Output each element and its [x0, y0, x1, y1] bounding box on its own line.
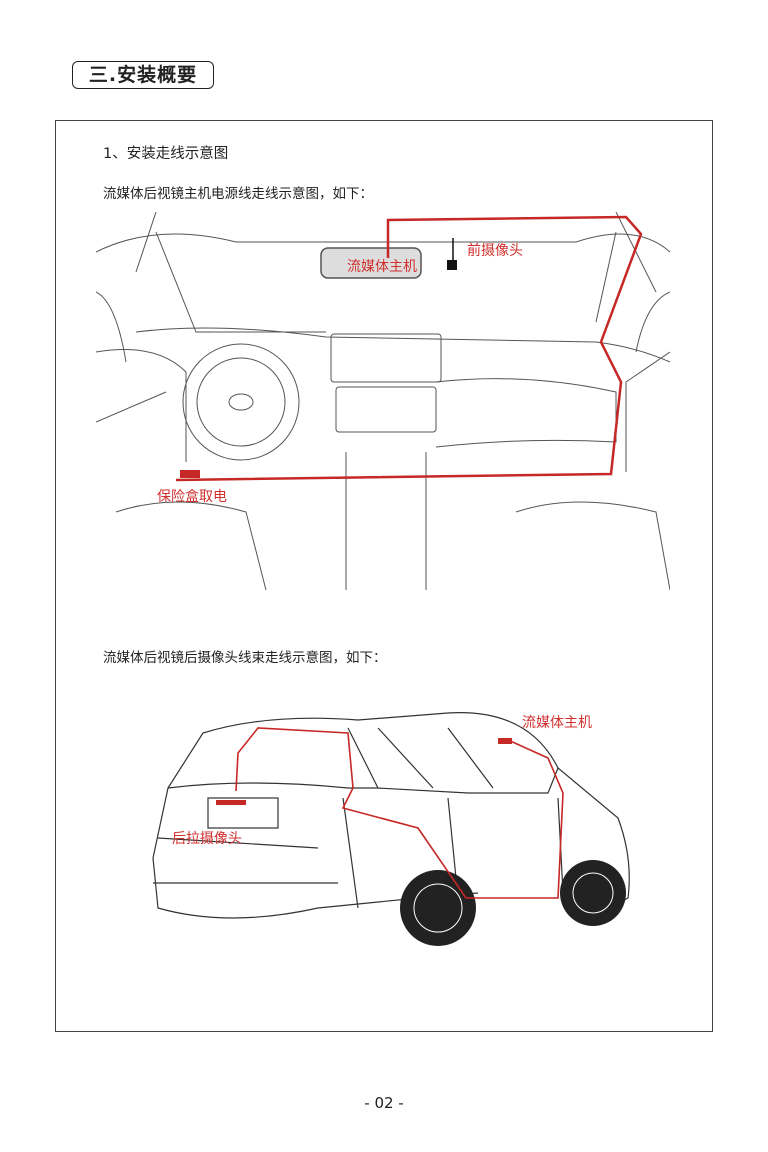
label-host-2: 流媒体主机 — [522, 715, 592, 731]
interior-diagram — [96, 212, 670, 590]
label-front-camera: 前摄像头 — [467, 243, 523, 259]
page-number: - 02 - — [364, 1094, 404, 1112]
diagram1-caption: 流媒体后视镜主机电源线走线示意图，如下： — [103, 186, 373, 202]
diagram2-caption: 流媒体后视镜后摄像头线束走线示意图，如下： — [103, 650, 387, 666]
label-fuse-box: 保险盒取电 — [157, 489, 227, 505]
label-rear-camera: 后拉摄像头 — [172, 831, 242, 847]
section-title: 三.安装概要 — [72, 61, 214, 89]
content-frame — [55, 120, 713, 1032]
label-host-1: 流媒体主机 — [347, 259, 417, 275]
heading: 1、安装走线示意图 — [103, 146, 229, 162]
car-diagram — [152, 712, 630, 946]
